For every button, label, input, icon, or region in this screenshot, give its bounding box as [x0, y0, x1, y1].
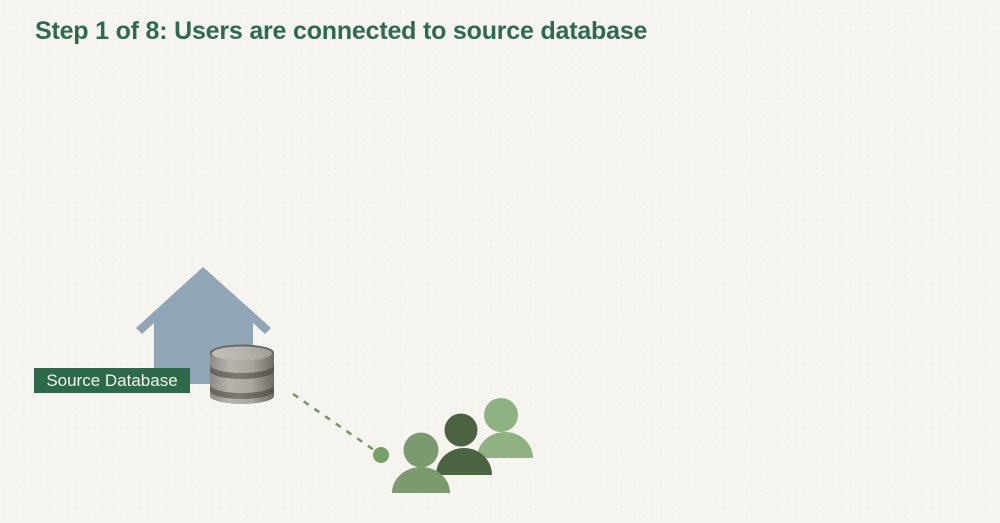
users-group-icon [392, 398, 533, 493]
database-band-lower [210, 385, 274, 399]
dashed-connection-line [292, 392, 375, 452]
user-front-head [403, 432, 439, 468]
user-middle-icon [436, 413, 492, 475]
user-back-body [477, 432, 533, 458]
database-band-upper [210, 365, 274, 379]
user-front-body [392, 467, 450, 493]
user-front-icon [392, 432, 450, 493]
user-middle-body [436, 448, 492, 475]
database-top-face [212, 346, 272, 361]
user-back-head [484, 398, 518, 432]
user-middle-head [444, 413, 478, 447]
source-database-label: Source Database [34, 368, 190, 393]
user-back-icon [477, 398, 533, 458]
page-title: Step 1 of 8: Users are connected to sour… [35, 17, 648, 45]
database-cylinder-icon [210, 344, 274, 404]
connection-endpoint-dot [373, 447, 389, 463]
